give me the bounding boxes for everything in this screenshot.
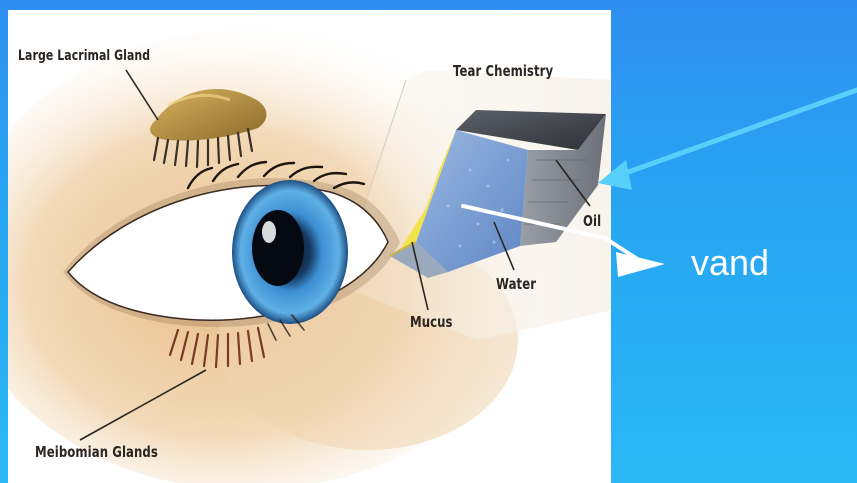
label-meibomian-glands: Meibomian Glands: [35, 443, 158, 461]
label-mucus: Mucus: [410, 313, 453, 331]
label-oil: Oil: [583, 212, 601, 230]
label-tear-chemistry: Tear Chemistry: [453, 62, 553, 80]
pupil: [252, 210, 304, 286]
annotation-label-vand: vand: [691, 242, 769, 284]
pointer-arrow: [598, 90, 857, 190]
eye-illustration: Large Lacrimal Gland Tear Chemistry Oil …: [8, 10, 611, 483]
label-water: Water: [496, 275, 536, 293]
eye-anatomy-graphic: [8, 10, 611, 483]
label-large-lacrimal-gland: Large Lacrimal Gland: [18, 48, 150, 64]
